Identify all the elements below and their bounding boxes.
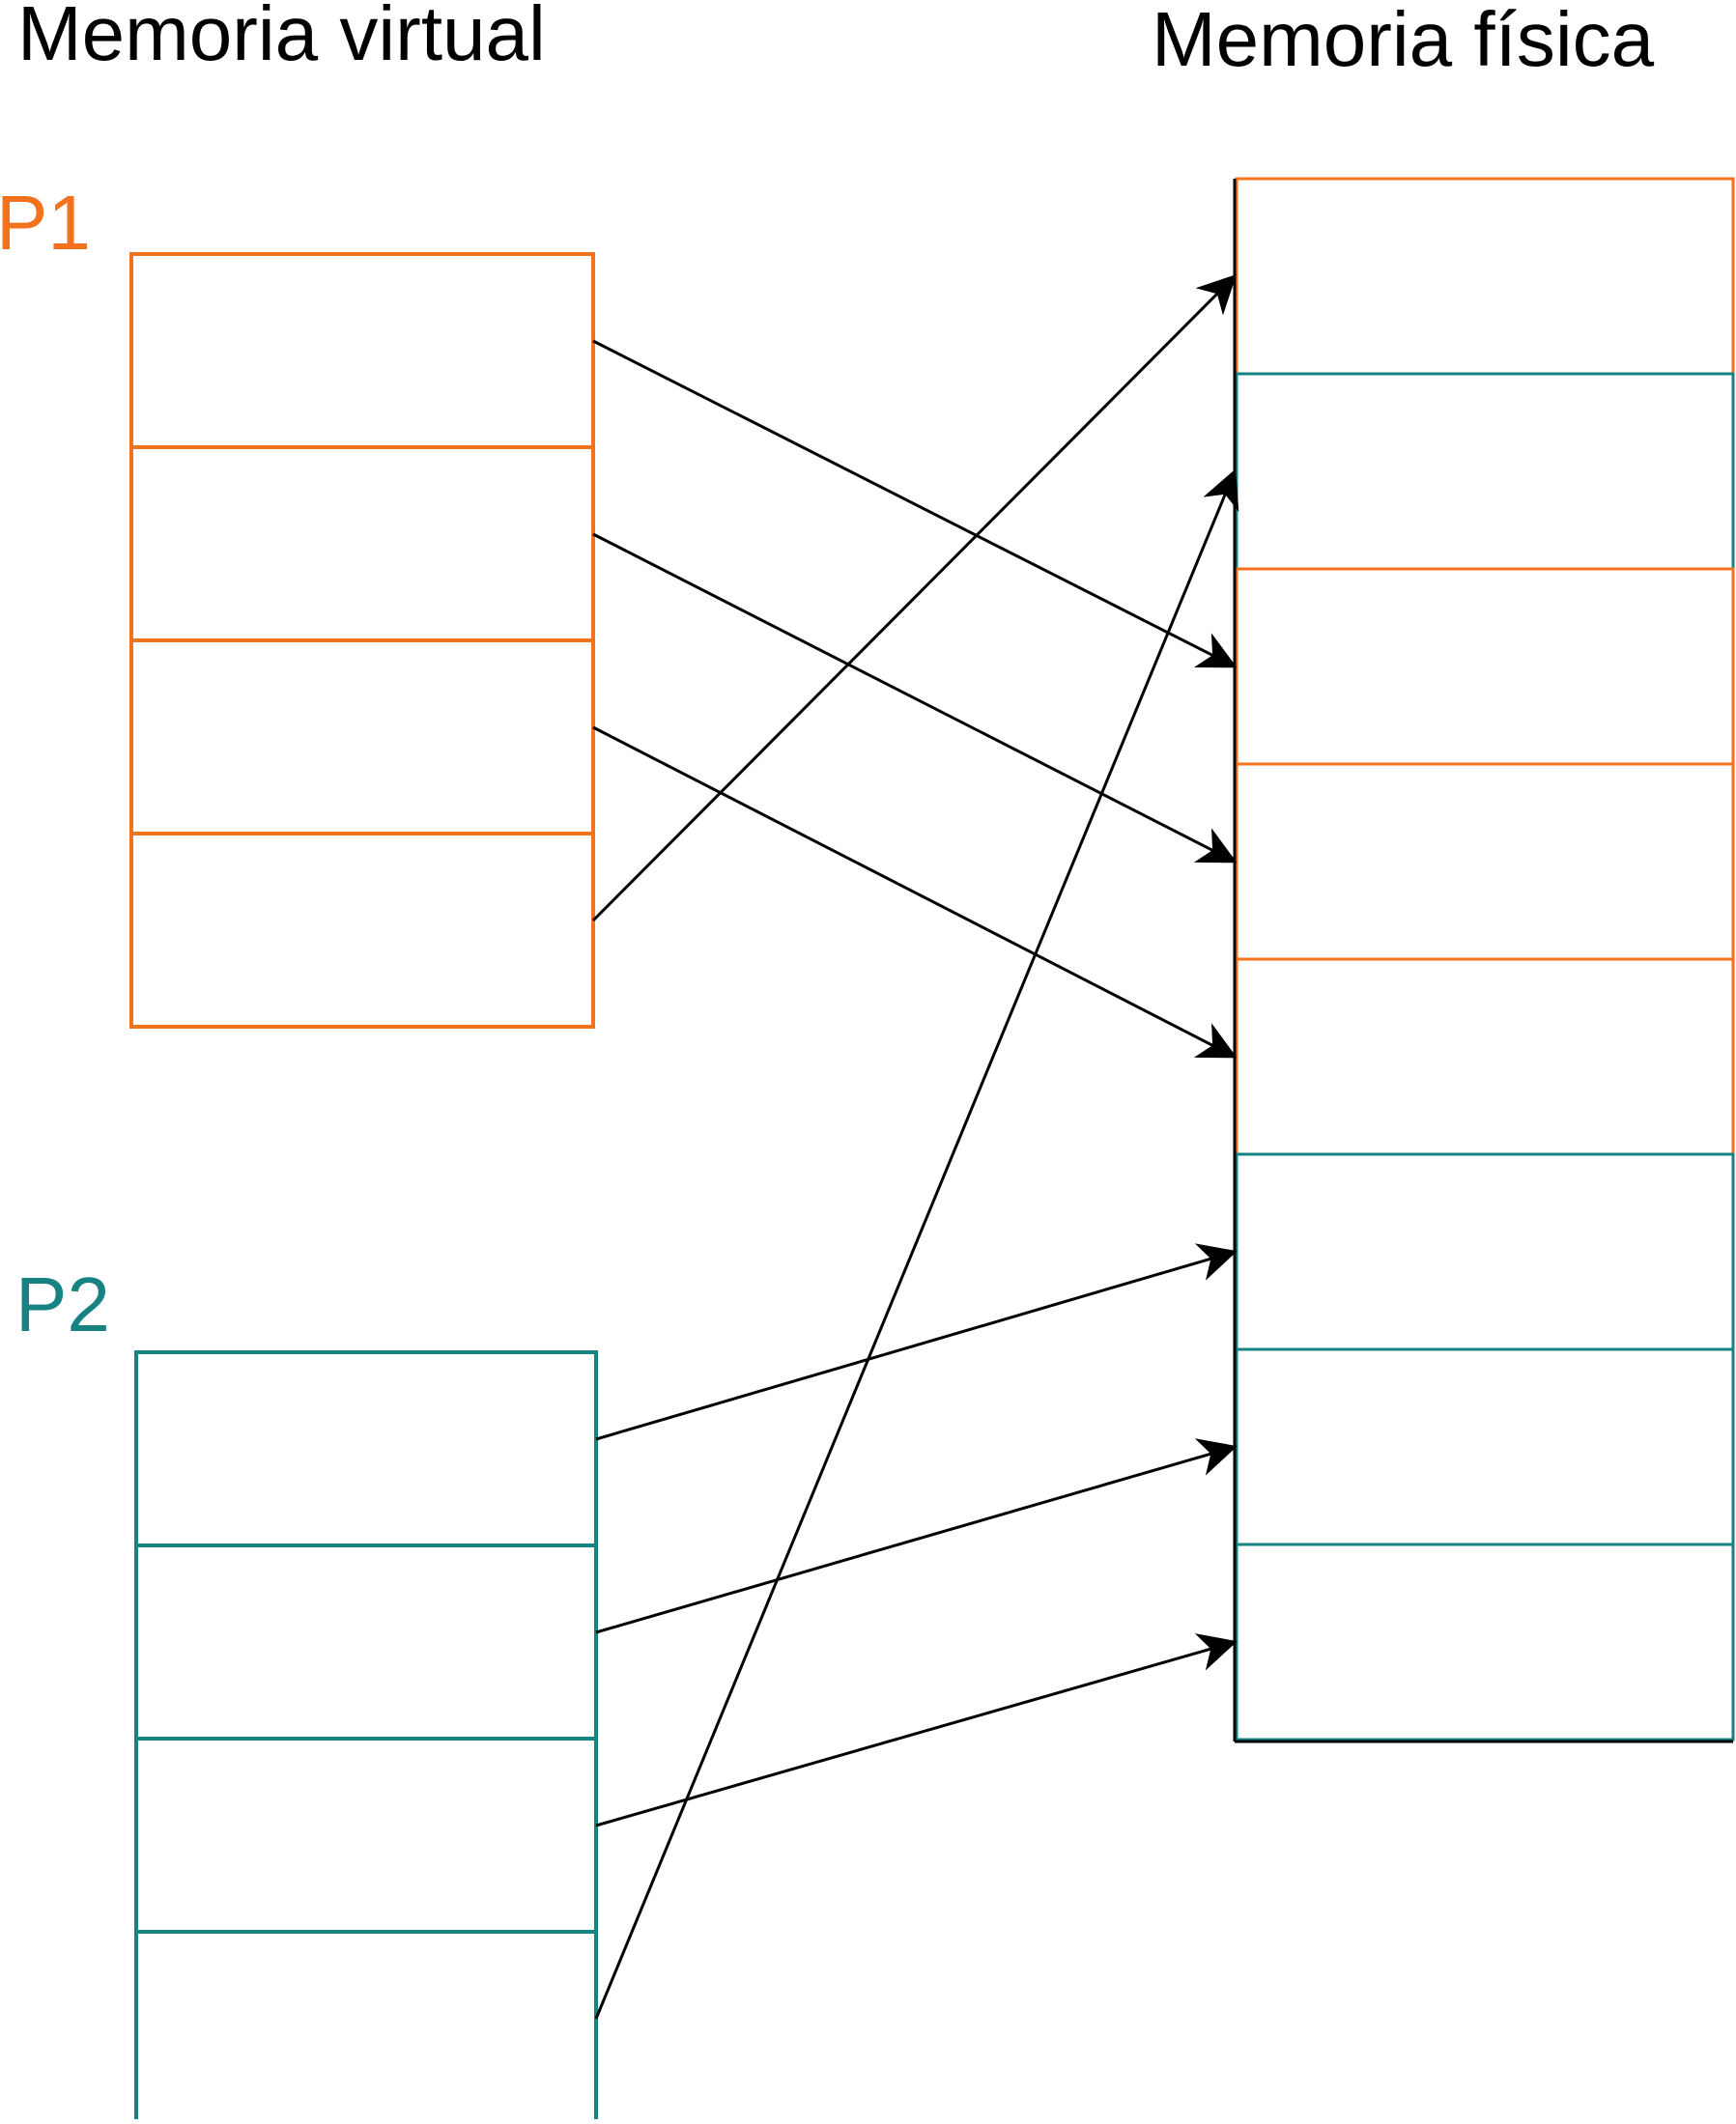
- mapping-arrows: [591, 273, 1239, 2020]
- p2-page-0: [134, 1350, 598, 1547]
- frame-4: [1235, 957, 1735, 1156]
- frame-7: [1235, 1543, 1735, 1742]
- p1-page-3: [129, 832, 595, 1029]
- physical-memory-title: Memoria física: [1152, 0, 1655, 82]
- frame-5: [1235, 1152, 1735, 1351]
- virtual-memory-title: Memoria virtual: [17, 0, 546, 76]
- arrow-p2-page0-to-frame5: [595, 1243, 1238, 1441]
- p2-virtual-pages: [134, 1350, 598, 2124]
- frame-2: [1235, 567, 1735, 766]
- p1-label: P1: [0, 180, 91, 266]
- p1-page-0: [129, 252, 595, 449]
- physical-frames: [1233, 177, 1735, 1743]
- arrow-p2-page1-to-frame6: [595, 1438, 1238, 1634]
- arrow-p1-page2-to-frame4: [592, 725, 1238, 1059]
- frame-0: [1235, 177, 1735, 376]
- p1-virtual-pages: [129, 252, 595, 1029]
- p1-page-2: [129, 638, 595, 835]
- arrow-p2-page2-to-frame7: [595, 1633, 1238, 1827]
- arrow-p2-page3-to-frame1: [594, 468, 1239, 2020]
- p2-page-3: [134, 1930, 598, 2124]
- p2-label: P2: [15, 1261, 110, 1347]
- arrow-p1-page0-to-frame2: [592, 339, 1238, 668]
- arrow-p1-page3-to-frame0: [591, 273, 1238, 922]
- p2-page-1: [134, 1543, 598, 1741]
- frame-3: [1235, 762, 1735, 961]
- p1-page-1: [129, 445, 595, 642]
- arrow-p1-page1-to-frame3: [592, 532, 1238, 864]
- frame-6: [1235, 1347, 1735, 1546]
- frame-1: [1235, 372, 1735, 571]
- p2-page-2: [134, 1737, 598, 1934]
